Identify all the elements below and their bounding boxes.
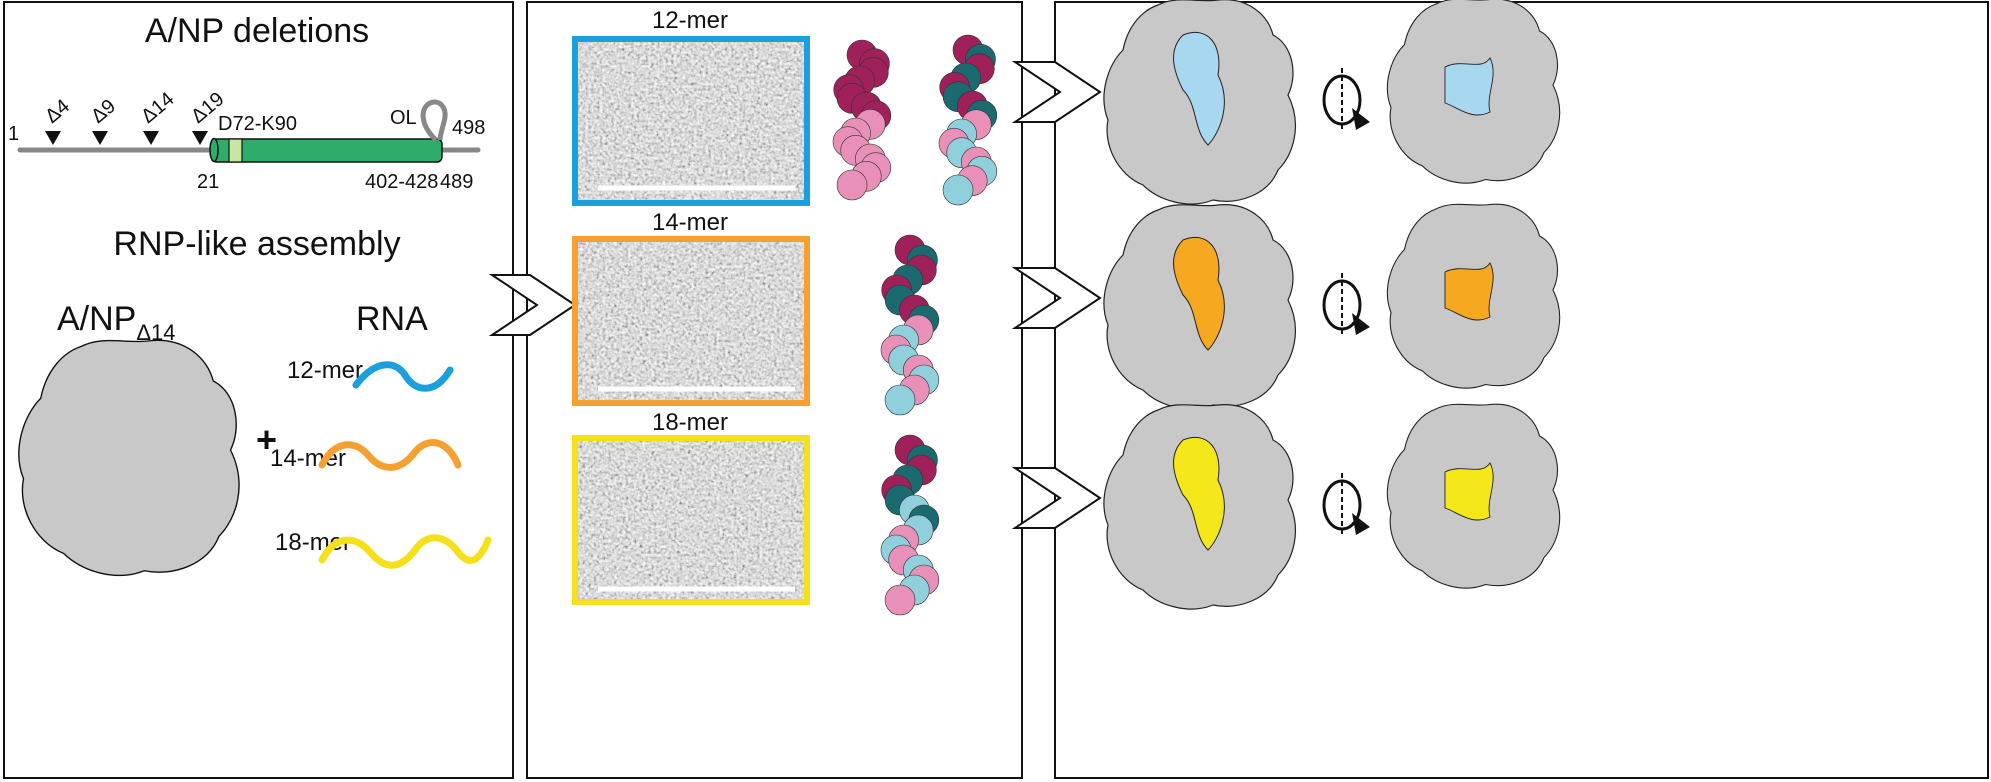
position-489: 489 xyxy=(440,171,473,193)
rna-binding-groove xyxy=(1173,436,1225,551)
rna-12mer-wave xyxy=(352,361,454,392)
rna-binding-groove xyxy=(1444,57,1494,116)
rna-binding-groove xyxy=(1173,236,1225,351)
np-subunit xyxy=(884,584,916,616)
panel-b-frame xyxy=(526,1,1023,779)
deletion-label: Δ9 xyxy=(87,95,120,128)
protein-surface-view xyxy=(1103,404,1297,610)
rotation-icon xyxy=(1322,273,1370,335)
protein-surface-view xyxy=(1103,0,1297,205)
panel-c-frame xyxy=(1054,1,1989,779)
protein-surface-view xyxy=(1103,204,1297,410)
panel-a-frame xyxy=(3,1,514,779)
panel-a-subtitle: RNP-like assembly xyxy=(113,225,400,263)
protein-surface-view xyxy=(1386,203,1561,389)
helix-models xyxy=(832,34,998,616)
rna-label: RNA xyxy=(356,300,428,338)
np-subunit xyxy=(884,384,916,416)
plus-sign: + xyxy=(256,419,277,460)
deletion-label: Δ14 xyxy=(137,88,178,128)
np-subunit xyxy=(836,169,868,201)
micrograph-12mer: 12-mer xyxy=(572,7,810,206)
micrograph-label: 12-mer xyxy=(652,7,728,34)
protein-label: A/NPΔ14 xyxy=(57,300,176,345)
protein-surface-view xyxy=(1386,0,1561,184)
arrow-b-to-c-1 xyxy=(1011,61,1102,123)
helix-14mer xyxy=(880,234,940,416)
rna-12mer-label: 12-mer xyxy=(287,357,363,384)
micrograph-14mer: 14-mer xyxy=(572,209,810,406)
start-label: 1 xyxy=(8,123,19,145)
rotation-icon xyxy=(1322,473,1370,535)
d72-k90-region xyxy=(228,138,243,163)
rna-binding-groove xyxy=(1173,31,1225,146)
helix-12mer-double xyxy=(938,34,998,206)
micrograph-label: 14-mer xyxy=(652,209,728,236)
arrow-b-to-c-3 xyxy=(1011,467,1102,529)
deletion-label: Δ4 xyxy=(41,95,74,128)
region-label: D72-K90 xyxy=(218,113,297,135)
rotation-icon xyxy=(1322,68,1370,130)
protein-surface xyxy=(18,339,240,577)
domain-diagram: Δ4 Δ9 Δ14 Δ19 1 498 D72-K90 OL 21 402-42… xyxy=(8,88,485,193)
np-subunit xyxy=(942,174,974,206)
loop-label: OL xyxy=(390,107,417,129)
rna-binding-groove xyxy=(1444,262,1494,321)
micrograph-label: 18-mer xyxy=(652,409,728,436)
arrow-a-to-b xyxy=(488,274,577,336)
deletion-markers xyxy=(45,131,208,145)
end-label: 498 xyxy=(452,117,485,139)
np-cylinder xyxy=(211,138,443,163)
helix-18mer xyxy=(880,434,940,616)
rna-binding-groove xyxy=(1444,462,1494,521)
position-21: 21 xyxy=(197,171,219,193)
rna-14mer-wave xyxy=(318,439,462,471)
position-402-428: 402-428 xyxy=(365,171,438,193)
panel-a-title: A/NP deletions xyxy=(145,12,369,50)
rna-18mer-wave xyxy=(318,534,492,569)
arrow-b-to-c-2 xyxy=(1011,267,1102,329)
oligomerization-loop xyxy=(420,99,448,142)
protein-surface-view xyxy=(1386,403,1561,589)
helix-12mer-single xyxy=(832,39,892,201)
arrows xyxy=(488,61,1102,529)
micrograph-18mer: 18-mer xyxy=(572,409,810,605)
binding-surfaces xyxy=(1103,0,1561,610)
